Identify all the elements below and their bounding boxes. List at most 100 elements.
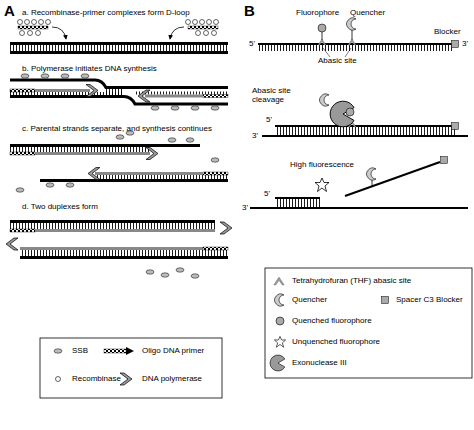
exo-probe	[322, 32, 323, 40]
recombinase-primer-complex	[39, 20, 44, 25]
two-duplexes	[20, 256, 228, 259]
probe-cleavage	[262, 94, 468, 136]
two-duplexes	[10, 220, 215, 223]
strand-separation	[16, 188, 24, 192]
recombinase-primer-complex	[20, 31, 25, 36]
probe-cleavage	[452, 123, 459, 130]
strand-separation	[211, 158, 219, 162]
dna-synthesis-start	[138, 90, 150, 102]
probe-cleavage	[320, 94, 329, 106]
probe-label: Blocker	[434, 27, 461, 36]
fluorescence-release	[315, 178, 329, 192]
dna-synthesis-start	[10, 97, 228, 105]
step-caption: d. Two duplexes form	[22, 202, 98, 211]
recombinase-primer-complex	[28, 31, 33, 36]
fluorescence-release	[275, 199, 320, 207]
recombinase-primer-complex	[25, 20, 30, 25]
strand-separation	[46, 183, 54, 187]
fluorescence-release	[345, 162, 440, 196]
recombinase-primer-complex	[46, 20, 51, 25]
exo-probe	[345, 48, 351, 57]
legend-text: Oligo DNA primer	[142, 346, 204, 355]
strand-separation	[10, 131, 228, 192]
exo-probe	[258, 45, 452, 51]
legend-box	[274, 336, 285, 347]
probe-cleavage	[346, 108, 354, 116]
two-duplexes	[191, 274, 199, 278]
exo-probe	[318, 24, 326, 32]
strand-end: 3'	[252, 131, 258, 140]
legend-box	[54, 349, 62, 353]
fluorescence-release	[441, 157, 448, 164]
strand-separation	[95, 172, 203, 175]
probe-label: Quencher	[350, 8, 385, 17]
two-duplexes	[10, 229, 35, 232]
recombinase-primer-complex	[212, 31, 217, 36]
recombinase-primer-complex	[18, 20, 219, 40]
two-duplexes	[203, 247, 228, 250]
strand-separation	[66, 183, 74, 187]
strand-separation	[35, 152, 150, 155]
dna-synthesis-start	[145, 95, 203, 98]
step-caption: b. Polymerase initiates DNA synthesis	[22, 64, 157, 73]
recombinase-primer-complex	[18, 26, 48, 29]
recombinase-primer-complex	[188, 26, 218, 29]
two-duplexes	[161, 273, 169, 277]
dna-synthesis-start	[135, 92, 228, 95]
fluorescence-release	[250, 157, 468, 209]
probe-cleavage	[275, 125, 452, 127]
recombinase-primer-complex	[32, 20, 37, 25]
step-caption: a. Recombinase-primer complexes form D-l…	[22, 8, 190, 17]
two-duplexes	[146, 270, 154, 274]
legend-box	[276, 317, 284, 325]
probe-cleavage	[275, 127, 455, 135]
legend-box	[56, 377, 61, 382]
dna-synthesis-start	[35, 89, 90, 92]
fluorescence-release	[275, 197, 320, 199]
dna-duplex	[10, 42, 228, 54]
dna-duplex	[10, 45, 228, 51]
exo-probe	[452, 41, 459, 48]
two-duplexes	[176, 268, 184, 272]
legend-text: SSB	[72, 346, 88, 355]
recombinase-primer-complex	[186, 20, 191, 25]
probe-label: High fluorescence	[290, 160, 354, 169]
probe-label: Abasic site	[318, 56, 357, 65]
dna-synthesis-start	[10, 80, 228, 88]
dna-synthesis-start	[10, 74, 228, 110]
exo-probe	[258, 18, 459, 57]
legend-box	[265, 268, 472, 378]
legend-box	[275, 294, 284, 306]
dna-duplex	[10, 51, 228, 54]
recombinase-primer-complex	[196, 31, 201, 36]
recombinase-primer-complex	[204, 31, 209, 36]
exo-probe	[323, 48, 330, 57]
strand-end: 5'	[266, 115, 272, 124]
recombinase-primer-complex	[36, 31, 41, 36]
legend-text: Tetrahydrofuran (THF) abasic site	[292, 276, 411, 285]
legend-text: Exonuclease III	[292, 358, 347, 367]
legend-box	[270, 355, 285, 371]
strand-end: 5'	[264, 189, 270, 198]
exo-probe	[347, 18, 356, 30]
strand-separation	[10, 152, 35, 155]
dna-synthesis-start	[203, 95, 228, 98]
legend-box	[120, 373, 132, 385]
two-duplexes	[10, 223, 215, 229]
dna-synthesis-start	[21, 74, 29, 78]
strand-separation	[88, 168, 100, 180]
legend-box	[40, 338, 222, 398]
legend-text: Quenched fluorophore	[292, 316, 372, 325]
two-duplexes	[20, 250, 228, 256]
strand-separation	[10, 144, 200, 147]
legend-box	[40, 338, 222, 398]
dna-synthesis-start	[211, 106, 219, 110]
fluorescence-release	[250, 207, 468, 209]
strand-separation	[95, 175, 228, 179]
exo-probe	[352, 30, 353, 40]
legend-box	[274, 277, 284, 285]
recombinase-primer-complex	[200, 20, 205, 25]
dna-synthesis-start	[191, 106, 199, 110]
strand-separation	[116, 135, 124, 139]
recombinase-primer-complex	[52, 27, 66, 39]
